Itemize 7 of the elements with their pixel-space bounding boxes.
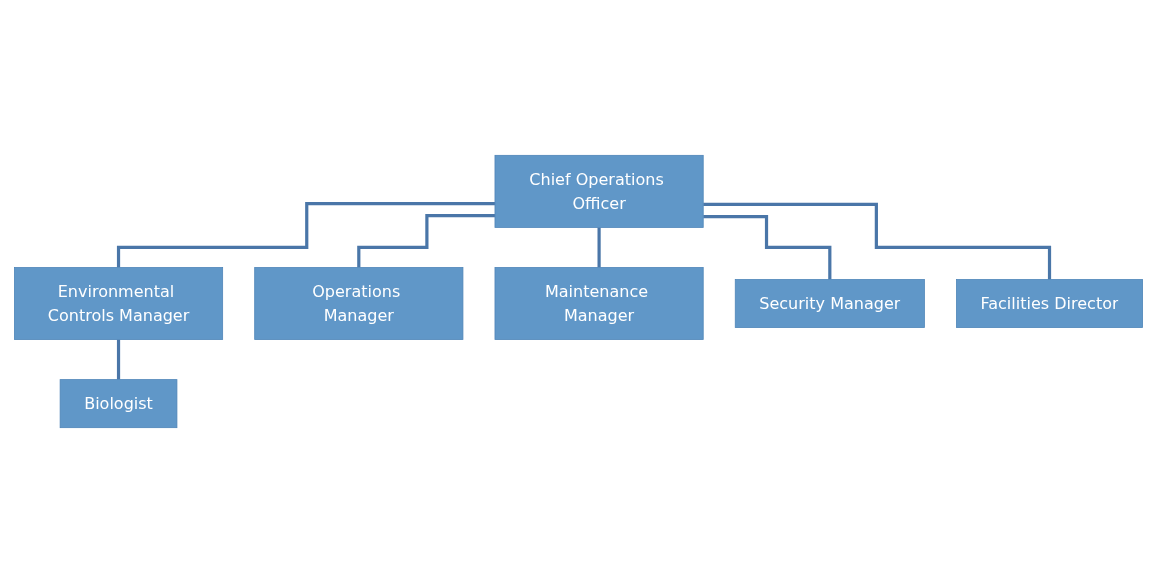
node-box: Security Manager [734,279,925,328]
node-box: Maintenance Manager [494,267,704,340]
node-box: Chief Operations Officer [494,154,704,228]
node-box: Operations Manager [254,267,464,340]
node-box: Biologist [59,379,178,429]
node-box: Environmental Controls Manager [14,267,224,340]
node-box: Facilities Director [956,279,1143,328]
